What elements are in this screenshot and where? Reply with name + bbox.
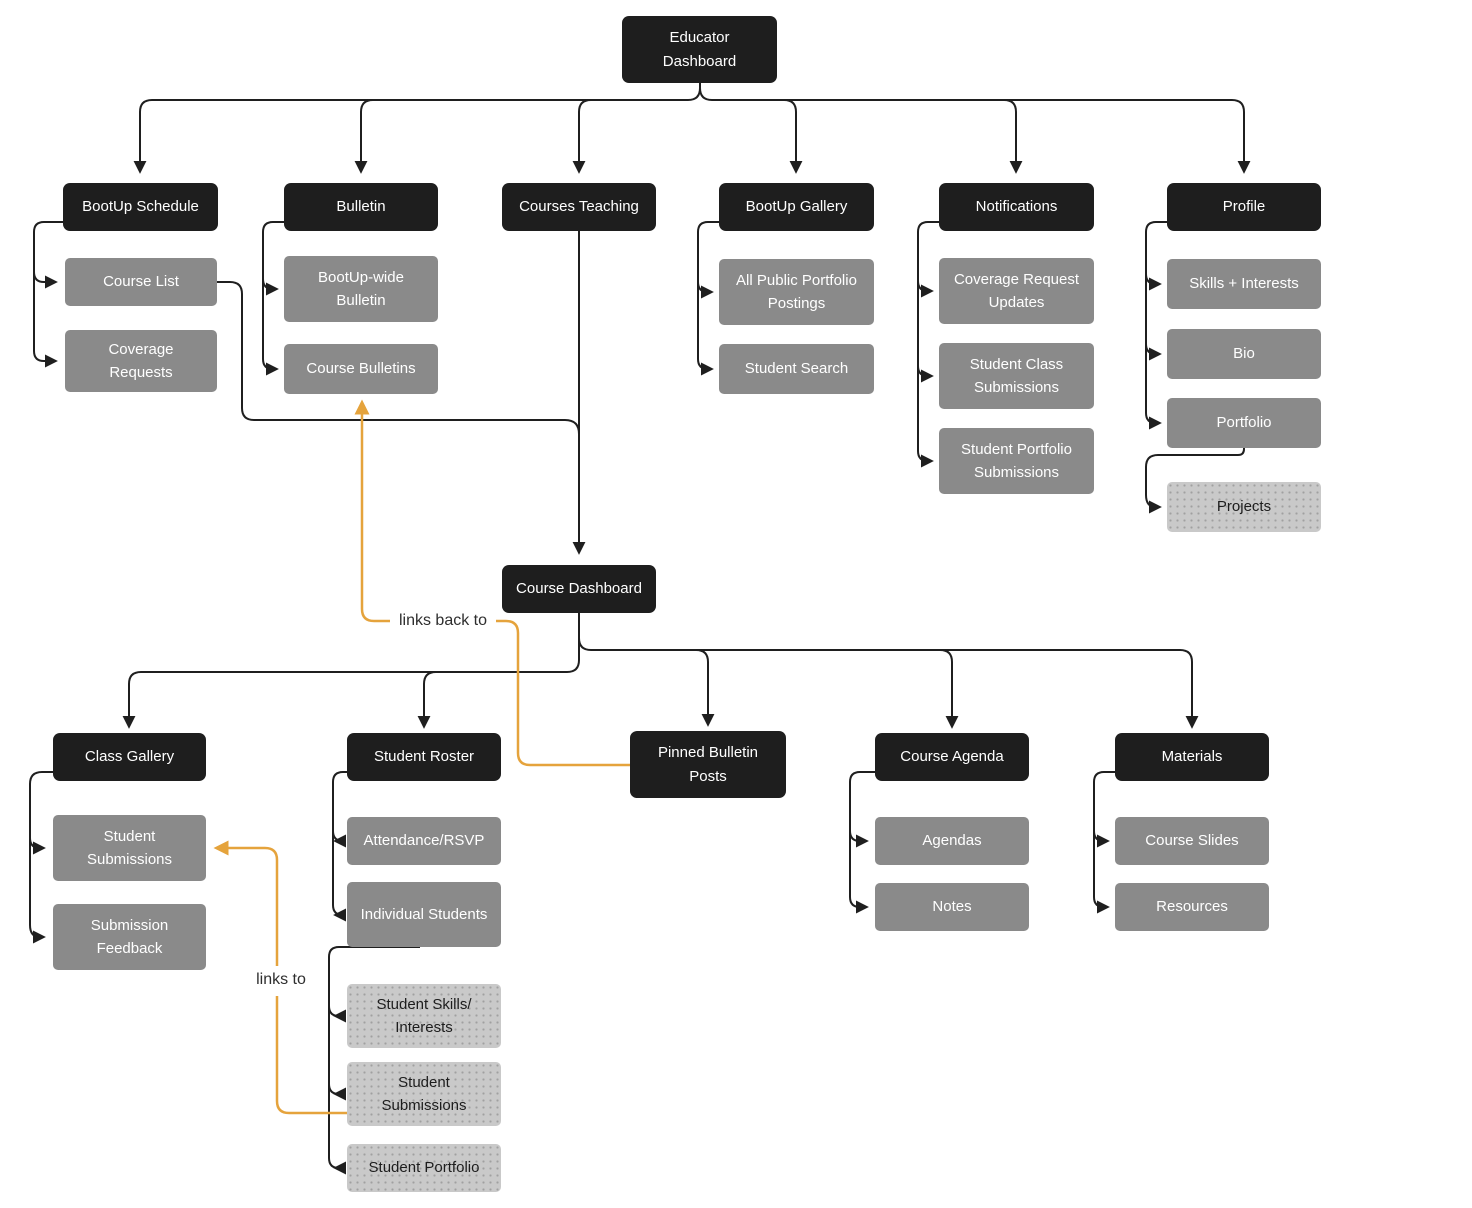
- node-course-list[interactable]: Course List: [65, 258, 217, 306]
- links-back-to-arrow: [354, 399, 632, 767]
- node-course-dashboard[interactable]: Course Dashboard: [502, 565, 656, 613]
- node-student-class-submissions[interactable]: Student Class Submissions: [939, 343, 1094, 409]
- node-skills-interests[interactable]: Skills + Interests: [1167, 259, 1321, 309]
- node-bootup-gallery[interactable]: BootUp Gallery: [719, 183, 874, 231]
- node-projects[interactable]: Projects: [1167, 482, 1321, 532]
- node-bulletin[interactable]: Bulletin: [284, 183, 438, 231]
- hierarchy-connectors: [29, 83, 1251, 1175]
- node-profile[interactable]: Profile: [1167, 183, 1321, 231]
- node-individual-students[interactable]: Individual Students: [347, 882, 501, 947]
- node-class-gallery[interactable]: Class Gallery: [53, 733, 206, 781]
- node-submission-feedback[interactable]: Submission Feedback: [53, 904, 206, 970]
- node-bootup-schedule[interactable]: BootUp Schedule: [63, 183, 218, 231]
- node-course-slides[interactable]: Course Slides: [1115, 817, 1269, 865]
- node-student-search[interactable]: Student Search: [719, 344, 874, 394]
- node-materials[interactable]: Materials: [1115, 733, 1269, 781]
- node-student-skills-interests[interactable]: Student Skills/ Interests: [347, 984, 501, 1048]
- node-student-portfolio-submissions[interactable]: Student Portfolio Submissions: [939, 428, 1094, 494]
- links-to-arrow: [213, 840, 347, 1115]
- node-student-roster[interactable]: Student Roster: [347, 733, 501, 781]
- node-notifications[interactable]: Notifications: [939, 183, 1094, 231]
- node-bootup-wide-bulletin[interactable]: BootUp-wide Bulletin: [284, 256, 438, 322]
- node-coverage-request-updates[interactable]: Coverage Request Updates: [939, 258, 1094, 324]
- node-student-portfolio[interactable]: Student Portfolio: [347, 1144, 501, 1192]
- node-portfolio[interactable]: Portfolio: [1167, 398, 1321, 448]
- links-to-label: links to: [249, 970, 313, 989]
- node-notes[interactable]: Notes: [875, 883, 1029, 931]
- node-all-public-portfolio-postings[interactable]: All Public Portfolio Postings: [719, 259, 874, 325]
- node-student-submissions-gallery[interactable]: Student Submissions: [53, 815, 206, 881]
- node-student-submissions-individual[interactable]: Student Submissions: [347, 1062, 501, 1126]
- node-bio[interactable]: Bio: [1167, 329, 1321, 379]
- node-educator-dashboard[interactable]: Educator Dashboard: [622, 16, 777, 83]
- node-resources[interactable]: Resources: [1115, 883, 1269, 931]
- node-coverage-requests[interactable]: Coverage Requests: [65, 330, 217, 392]
- node-attendance-rsvp[interactable]: Attendance/RSVP: [347, 817, 501, 865]
- node-course-agenda[interactable]: Course Agenda: [875, 733, 1029, 781]
- node-agendas[interactable]: Agendas: [875, 817, 1029, 865]
- links-back-to-label: links back to: [390, 611, 496, 630]
- node-courses-teaching[interactable]: Courses Teaching: [502, 183, 656, 231]
- node-course-bulletins[interactable]: Course Bulletins: [284, 344, 438, 394]
- node-pinned-bulletin-posts[interactable]: Pinned Bulletin Posts: [630, 731, 786, 798]
